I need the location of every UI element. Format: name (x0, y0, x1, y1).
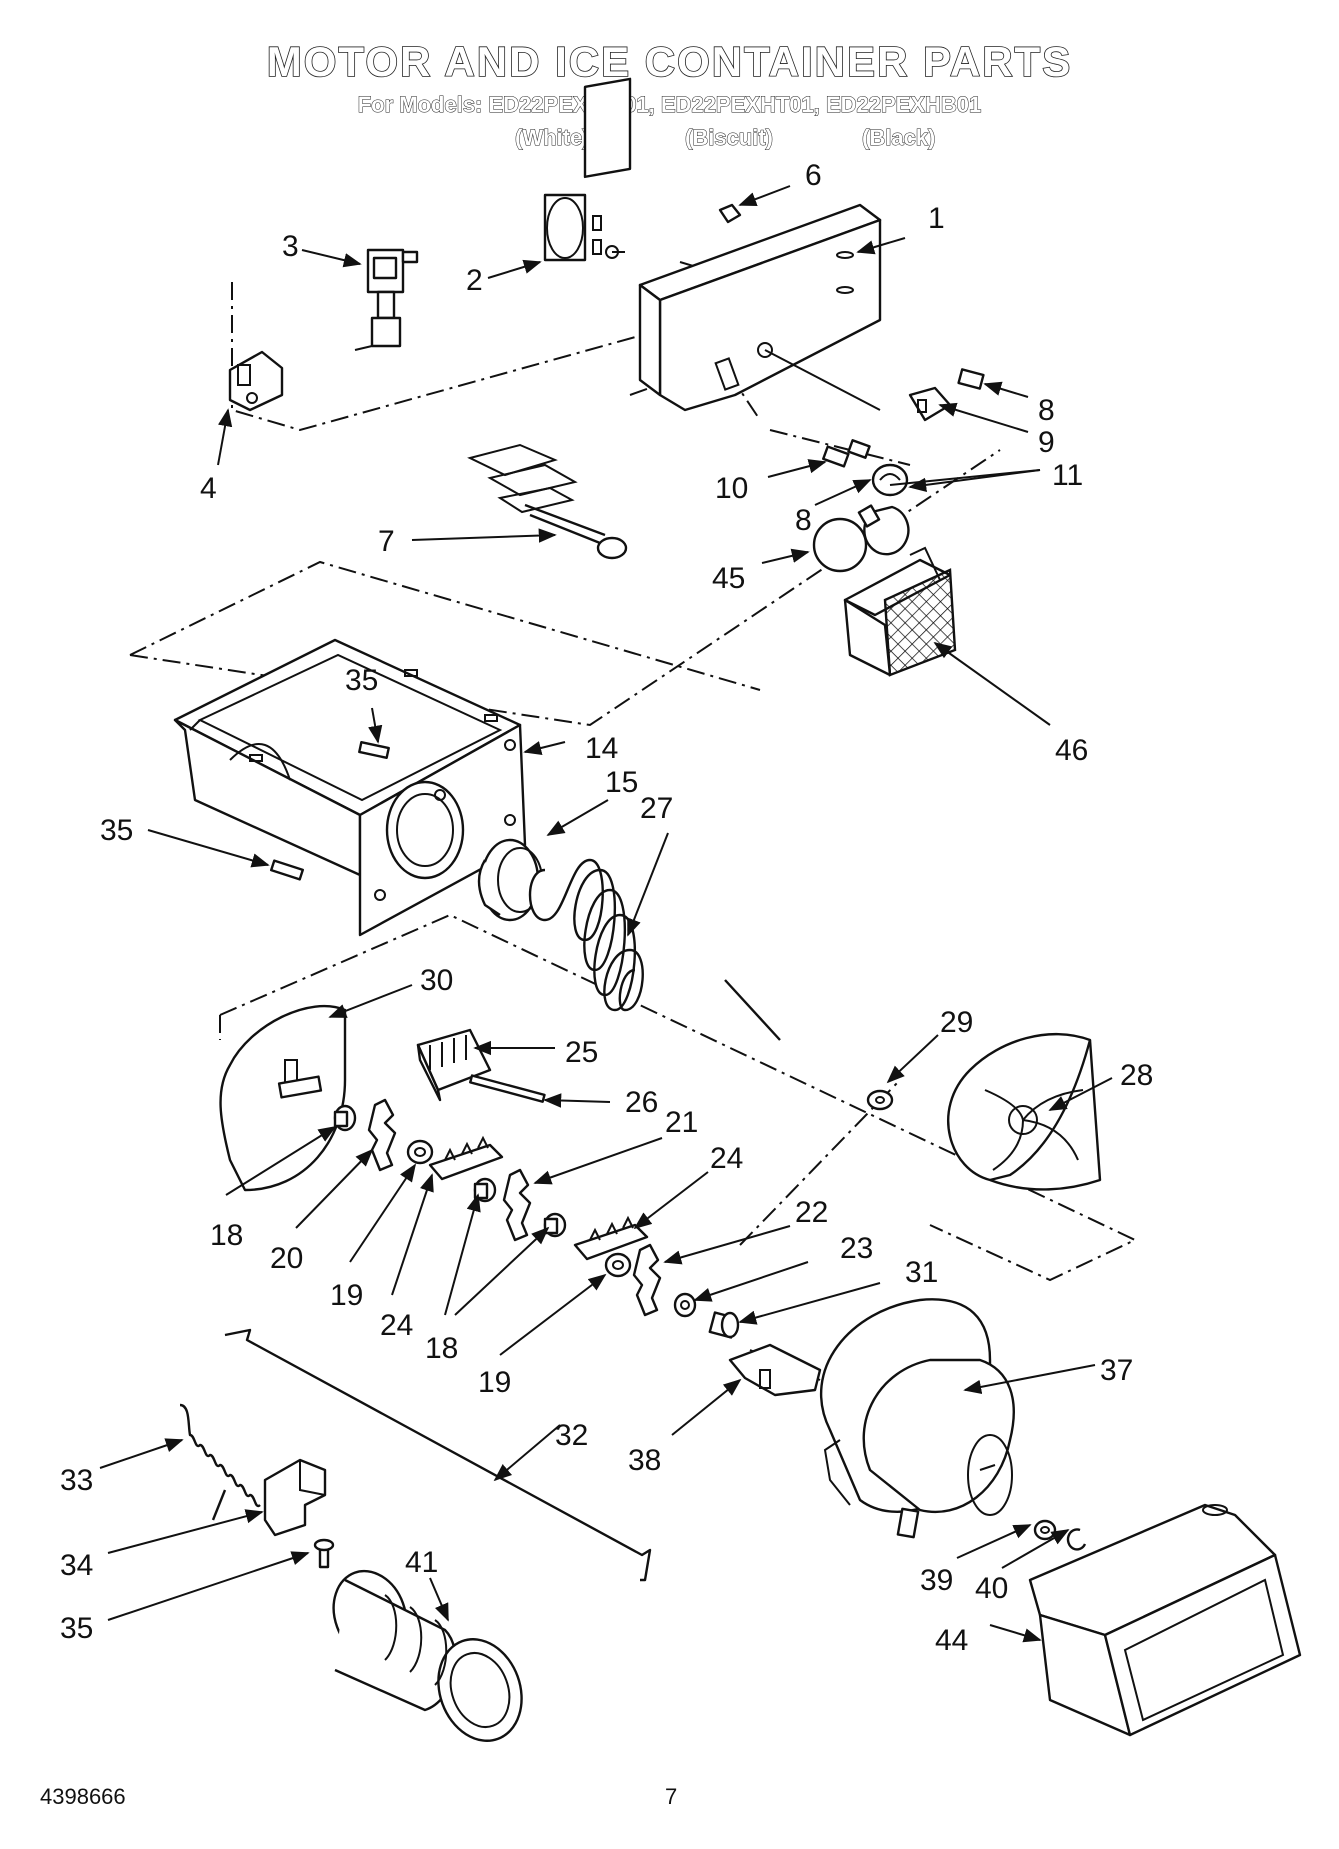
part-crusher-housing (947, 1032, 1102, 1191)
part-spring (179, 1403, 261, 1521)
part-auger (528, 858, 781, 1041)
callout-35b: 35 (100, 814, 133, 847)
part-switch-assembly (467, 443, 628, 560)
color-black-label: (Black) (861, 125, 936, 151)
callout-45: 45 (712, 562, 745, 595)
callout-34: 34 (60, 1549, 93, 1582)
part-control-box (638, 203, 882, 412)
callout-24b: 24 (380, 1309, 413, 1342)
part-clip (718, 203, 742, 224)
part-shaft-pin (469, 1074, 546, 1103)
color-white-label: (White) (515, 125, 591, 151)
callout-33: 33 (60, 1464, 93, 1497)
part-motor-washers (1033, 1519, 1087, 1551)
callout-6: 6 (805, 159, 822, 192)
page-title: MOTOR AND ICE CONTAINER PARTS (266, 37, 1073, 86)
callout-4: 4 (200, 472, 217, 505)
part-front-plate (219, 1004, 347, 1192)
callout-2: 2 (466, 264, 483, 297)
part-clip-bracket (263, 1458, 327, 1537)
callout-35a: 35 (345, 664, 378, 697)
callout-20: 20 (270, 1242, 303, 1275)
callout-27: 27 (640, 792, 673, 825)
color-biscuit-label: (Biscuit) (685, 125, 774, 151)
callout-31: 31 (905, 1256, 938, 1289)
callout-18a: 18 (210, 1219, 243, 1252)
callout-37: 37 (1100, 1354, 1133, 1387)
part-motor-bracket (728, 1343, 822, 1397)
callout-38: 38 (628, 1444, 661, 1477)
part-blade-guide (416, 1028, 492, 1102)
callout-25: 25 (565, 1036, 598, 1069)
part-screws-and-lamp (812, 368, 985, 573)
part-transformer (543, 77, 632, 262)
part-solenoid-bracket (228, 350, 284, 412)
page-number: 7 (665, 1784, 678, 1809)
callout-24a: 24 (710, 1142, 743, 1175)
model-list: For Models: ED22PEXHW01, ED22PEXHT01, ED… (357, 92, 982, 118)
callout-labels: 1 2 3 4 6 7 8 9 10 8 11 45 46 35 14 15 2… (60, 159, 1153, 1657)
part-wire-rod (224, 1328, 652, 1582)
part-drive-cup (332, 1569, 523, 1742)
callout-15: 15 (605, 766, 638, 799)
leader-lines (99, 185, 1113, 1643)
callout-23: 23 (840, 1232, 873, 1265)
callout-18b: 18 (425, 1332, 458, 1365)
part-lamp-shield (843, 546, 957, 677)
callout-8a: 8 (1038, 394, 1055, 427)
callout-26: 26 (625, 1086, 658, 1119)
callout-21: 21 (665, 1106, 698, 1139)
part-blade-stack (333, 1098, 740, 1339)
part-motor-cover (1028, 1503, 1302, 1737)
callout-11: 11 (1052, 459, 1083, 492)
callout-29: 29 (940, 1006, 973, 1039)
callout-10: 10 (715, 472, 748, 505)
callout-46: 46 (1055, 734, 1088, 767)
callout-44: 44 (935, 1624, 968, 1657)
callout-19b: 19 (478, 1366, 511, 1399)
callout-7: 7 (378, 525, 395, 558)
callout-30: 30 (420, 964, 453, 997)
part-screws-35 (269, 740, 390, 1569)
callout-8b: 8 (795, 504, 812, 537)
part-ice-container (173, 638, 527, 937)
callout-19a: 19 (330, 1279, 363, 1312)
callout-40: 40 (975, 1572, 1008, 1605)
part-washer-29 (866, 1089, 894, 1111)
callout-1: 1 (928, 202, 945, 235)
part-solenoid (354, 248, 419, 351)
callout-35c: 35 (60, 1612, 93, 1645)
callout-14: 14 (585, 732, 618, 765)
callout-28: 28 (1120, 1059, 1153, 1092)
callout-32: 32 (555, 1419, 588, 1452)
callout-41: 41 (405, 1546, 438, 1579)
callout-39: 39 (920, 1564, 953, 1597)
document-number: 4398666 (40, 1784, 126, 1809)
callout-9: 9 (1038, 426, 1055, 459)
callout-3: 3 (282, 230, 299, 263)
callout-22: 22 (795, 1196, 828, 1229)
part-motor (819, 1298, 1015, 1539)
